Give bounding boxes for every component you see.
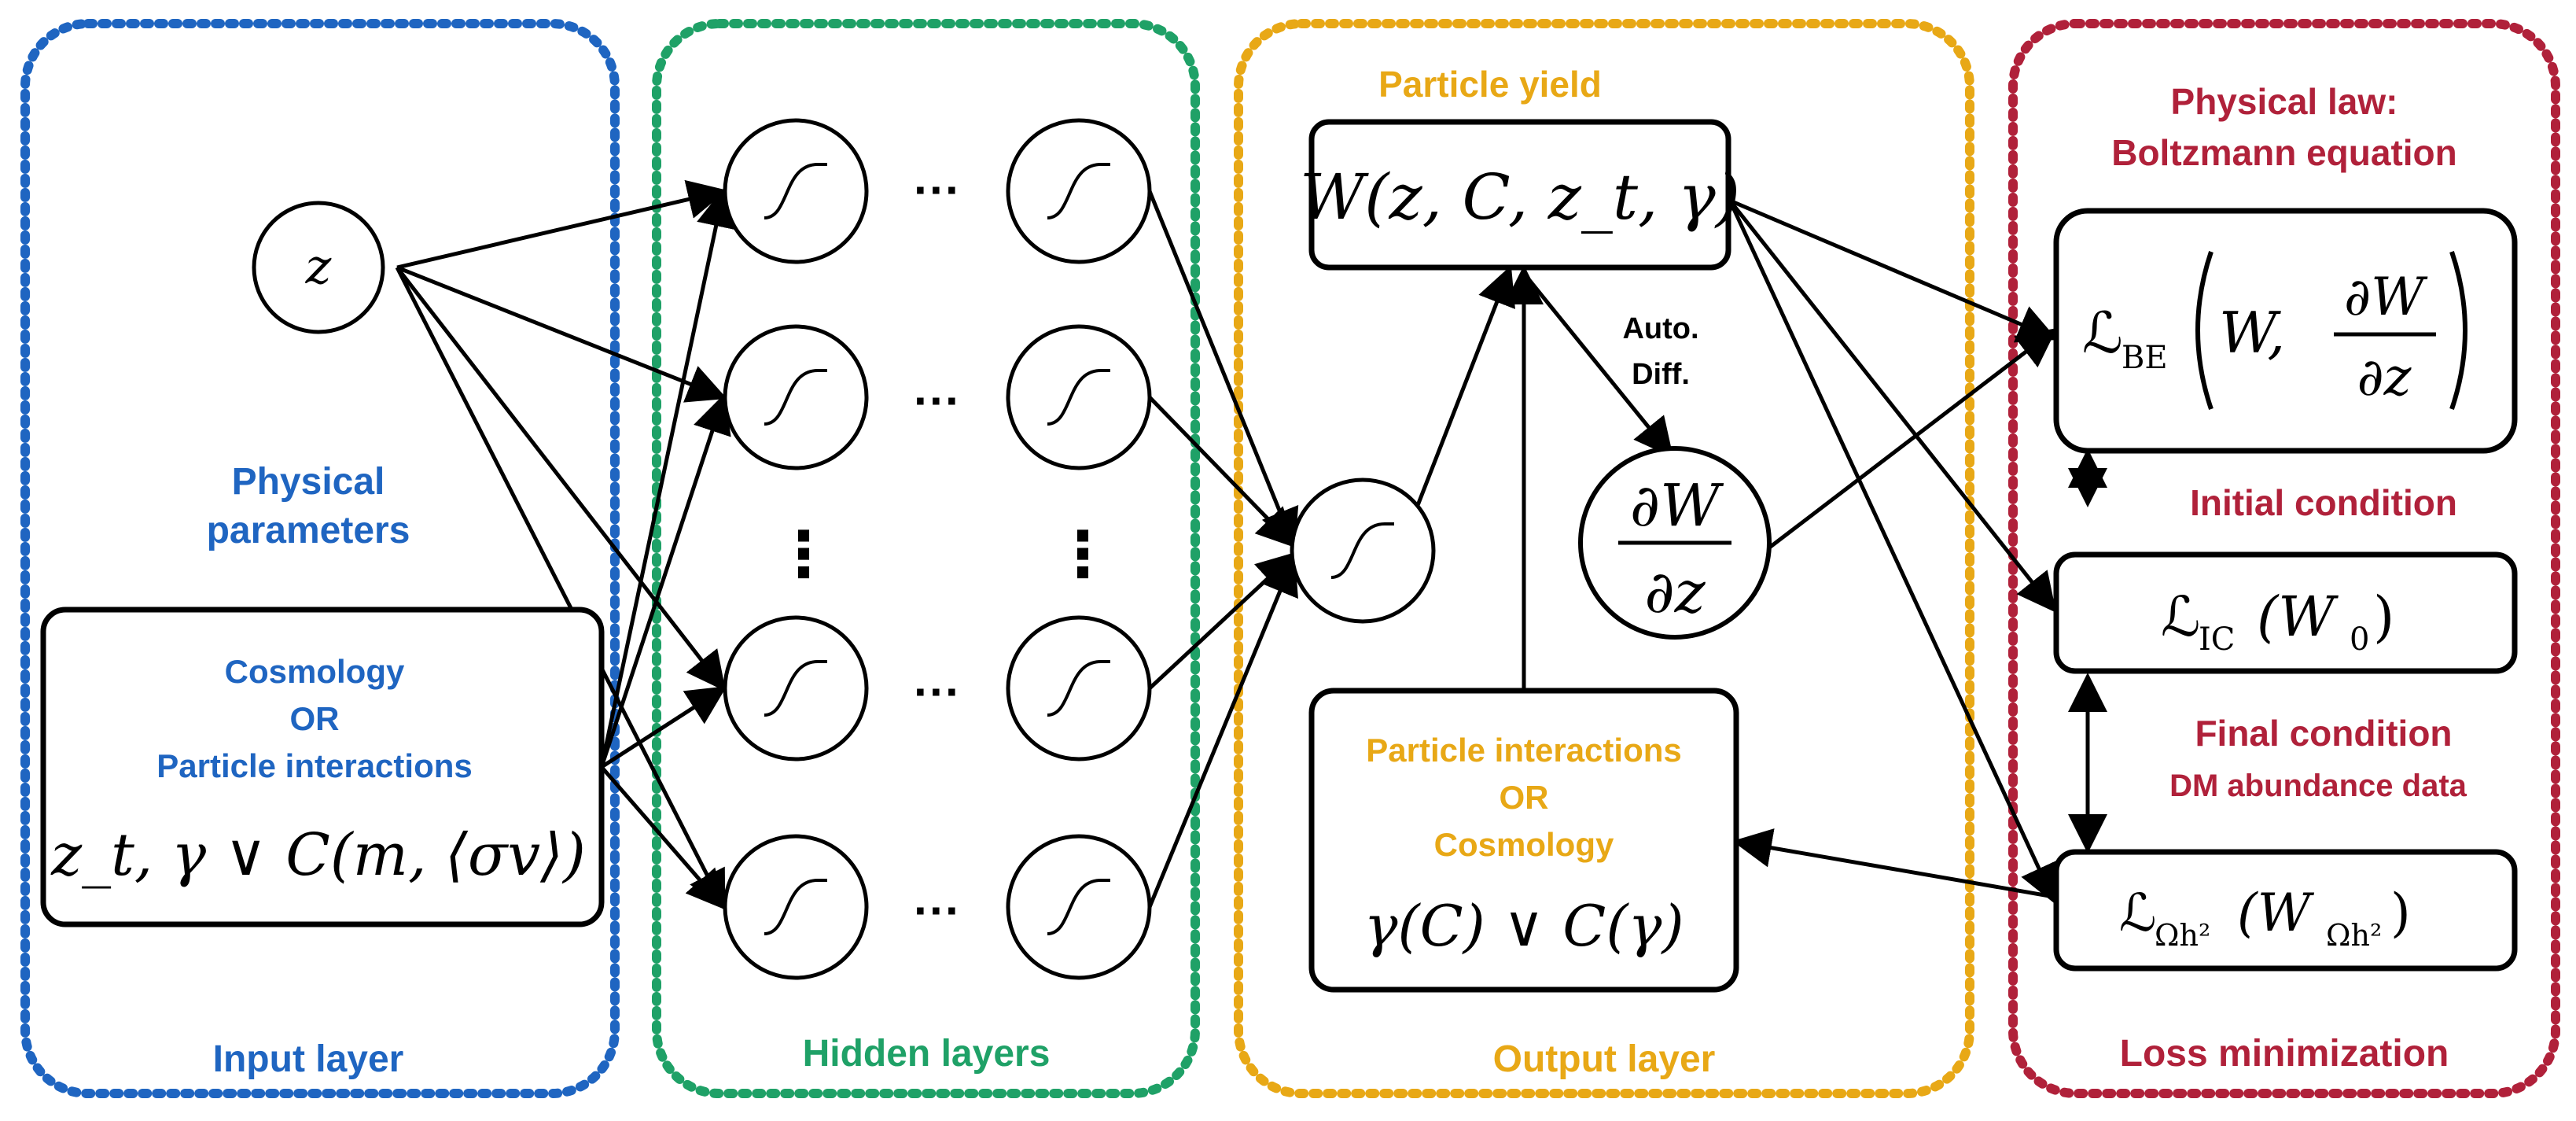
interaction-box (1308, 688, 1739, 993)
yield-formula: W(z, C, z_t, γ) (1300, 160, 1740, 234)
initial-condition-label: Initial condition (2190, 482, 2457, 523)
hidden-layers-title: Hidden layers (803, 1033, 1051, 1075)
ic-loss-arg-subscript: 0 (2350, 621, 2369, 658)
be-loss-L: ℒ (2082, 300, 2123, 366)
loss-minimization-title: Loss minimization (2120, 1033, 2449, 1075)
interaction-box-line-1: Particle interactions (1366, 732, 1681, 769)
output-layer-title: Output layer (1493, 1038, 1716, 1080)
input-box-line-3: Particle interactions (156, 747, 472, 784)
omega-loss-box (2053, 849, 2518, 972)
vertical-ellipsis-2: ⋮ (1051, 519, 1114, 589)
hidden-neuron (723, 324, 869, 470)
dm-abundance-label: DM abundance data (2169, 769, 2467, 803)
input-box-line-1: Cosmology (225, 653, 405, 690)
output-neuron (1290, 478, 1436, 624)
hidden-neuron (1006, 324, 1152, 470)
z-input-node (252, 201, 385, 334)
hidden-neuron (723, 615, 869, 761)
derivative-denominator: ∂z (1644, 559, 1706, 626)
input-connections (395, 179, 2107, 911)
interaction-box-formula: γ(C) ∨ C(γ) (1363, 893, 1684, 959)
physical-law-line-2: Boltzmann equation (2111, 132, 2457, 173)
derivative-numerator: ∂W (1630, 472, 1724, 540)
interaction-box-line-2: OR (1500, 779, 1549, 816)
be-loss-denominator: ∂z (2357, 347, 2412, 407)
input-params-box (40, 607, 605, 927)
hidden-neuron (1006, 615, 1152, 761)
physical-law-line-1: Physical law: (2171, 81, 2398, 122)
be-right-paren (2449, 251, 2467, 410)
ic-loss-box (2053, 551, 2518, 674)
be-loss-numerator: ∂W (2344, 267, 2428, 327)
omega-loss-arg: (W (2237, 883, 2315, 943)
hidden-neuron (1006, 118, 1152, 264)
ic-loss-close: ) (2373, 584, 2394, 649)
hidden-neuron (723, 118, 869, 264)
z-node-label: z (305, 238, 332, 295)
ellipsis-row-1: ··· (914, 164, 961, 216)
hidden-neurons (723, 118, 1152, 980)
physical-params-line-1: Physical (232, 461, 385, 503)
hidden-neuron (723, 834, 869, 980)
input-box-formula: z_t, γ ∨ C(m, ⟨σv⟩) (50, 821, 586, 889)
vertical-ellipsis-1: ⋮ (772, 519, 835, 589)
autodiff-line-2: Diff. (1632, 358, 1690, 391)
particle-yield-label: Particle yield (1378, 64, 1602, 105)
ic-loss-subscript: IC (2199, 621, 2235, 658)
be-loss-W: W, (2219, 300, 2285, 366)
ic-loss-arg: (W (2257, 584, 2339, 649)
hidden-neuron (1006, 834, 1152, 980)
ellipsis-row-3: ··· (914, 666, 961, 718)
omega-loss-subscript: Ωh² (2155, 918, 2210, 953)
input-box-line-2: OR (290, 700, 340, 737)
interaction-box-line-3: Cosmology (1434, 826, 1614, 863)
omega-loss-close: ) (2390, 883, 2411, 943)
hidden-layers-panel (652, 19, 1200, 1098)
input-layer-panel (20, 19, 620, 1098)
input-layer-title: Input layer (213, 1038, 404, 1080)
be-left-paren (2195, 251, 2214, 410)
ellipsis-row-4: ··· (914, 884, 961, 937)
autodiff-line-1: Auto. (1622, 312, 1698, 345)
physical-params-line-2: parameters (207, 510, 410, 551)
ic-loss-L: ℒ (2161, 584, 2200, 649)
omega-loss-arg-subscript: Ωh² (2326, 918, 2382, 953)
omega-loss-L: ℒ (2119, 883, 2157, 943)
final-condition-label: Final condition (2195, 713, 2452, 754)
yield-formula-box (1308, 119, 1731, 271)
be-loss-box (2053, 208, 2518, 454)
output-layer-panel (1234, 19, 1974, 1098)
ellipsis-row-2: ··· (914, 374, 961, 427)
be-loss-subscript: BE (2122, 340, 2168, 376)
